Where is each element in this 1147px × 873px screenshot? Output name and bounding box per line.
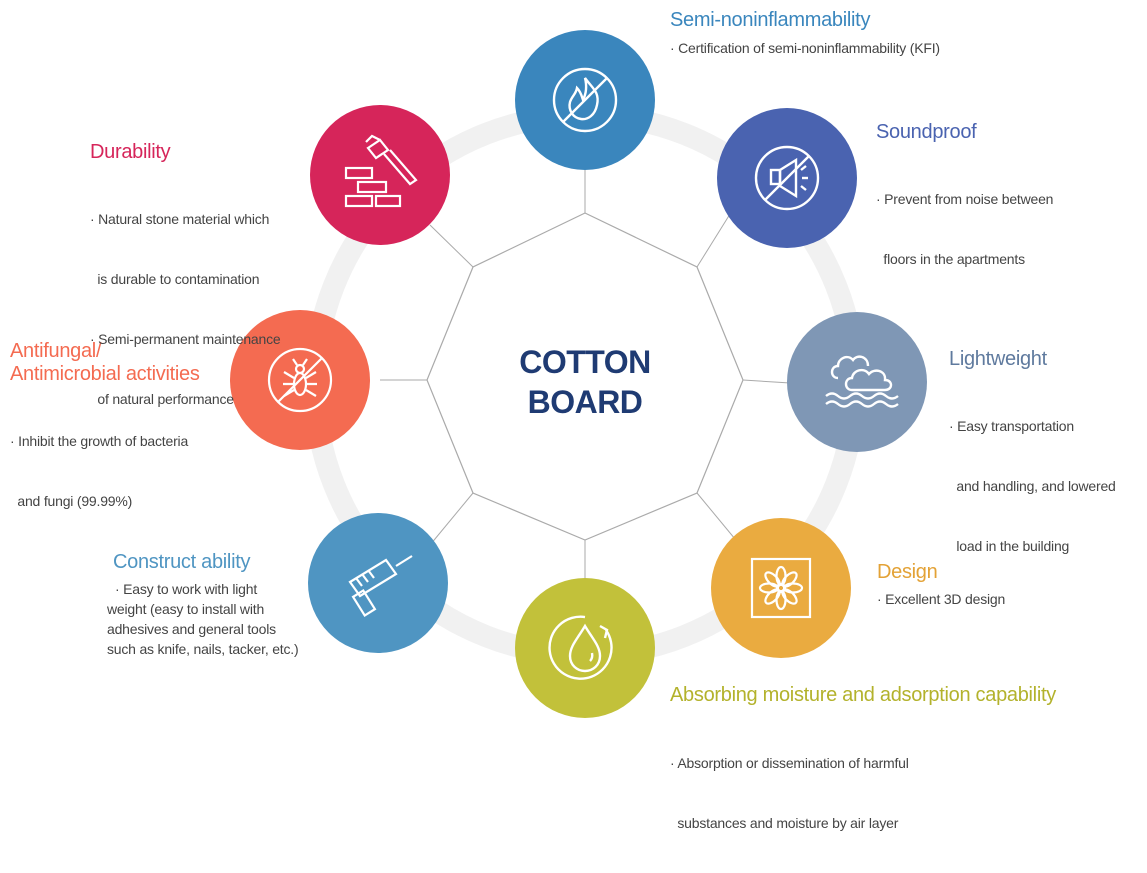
cloud-icon bbox=[825, 355, 899, 408]
feature-title-line2: Antimicrobial activities bbox=[10, 363, 200, 385]
no-fire-icon bbox=[552, 67, 618, 133]
feature-desc-line: and fungi (99.99%) bbox=[10, 493, 133, 509]
feature-desc-line: · Excellent 3D design bbox=[877, 591, 1006, 607]
design-circle bbox=[711, 518, 851, 658]
feature-title: Durability bbox=[90, 141, 171, 163]
center-octagon bbox=[426, 212, 744, 541]
semi-noninflammability-circle bbox=[515, 30, 655, 170]
drill-icon bbox=[348, 555, 413, 618]
feature-title: Lightweight bbox=[949, 348, 1047, 370]
durability-circle bbox=[310, 105, 450, 245]
feature-desc-line: · Semi-permanent maintenance bbox=[90, 331, 281, 347]
feature-title: Design bbox=[877, 561, 938, 583]
feature-construct: Construct ability · Easy to work with li… bbox=[107, 551, 299, 659]
feature-title: Construct ability bbox=[113, 551, 251, 573]
feature-desc-line: such as knife, nails, tacker, etc.) bbox=[107, 641, 299, 657]
feature-lightweight: Lightweight · Easy transportation and ha… bbox=[949, 348, 1116, 596]
feature-desc-line: · Prevent from noise between bbox=[876, 191, 1054, 207]
feature-desc-line: · Inhibit the growth of bacteria bbox=[10, 433, 189, 449]
feature-desc-line: of natural performance bbox=[90, 391, 234, 407]
feature-desc-line: · Natural stone material which bbox=[90, 211, 270, 227]
feature-desc-line: · Easy transportation bbox=[949, 418, 1074, 434]
water-drop-icon bbox=[548, 615, 613, 680]
feature-desc-line: adhesives and general tools bbox=[107, 621, 276, 637]
feature-desc-line: floors in the apartments bbox=[876, 251, 1025, 267]
flower-tile-icon bbox=[750, 557, 812, 619]
center-title-line1: COTTON bbox=[519, 344, 651, 380]
feature-desc-line: load in the building bbox=[949, 538, 1070, 554]
absorbing-circle bbox=[515, 578, 655, 718]
no-bug-icon bbox=[267, 347, 333, 413]
feature-antifungal: Antifungal/ Antimicrobial activities · I… bbox=[10, 340, 200, 551]
soundproof-circle bbox=[717, 108, 857, 248]
feature-title-line1: Antifungal/ bbox=[10, 340, 102, 362]
feature-title: Semi-noninflammability bbox=[670, 9, 871, 31]
feature-desc-line: · Easy to work with light bbox=[115, 581, 258, 597]
no-sound-icon bbox=[754, 145, 820, 211]
feature-desc-line: and handling, and lowered bbox=[949, 478, 1116, 494]
diagram-graphic bbox=[230, 30, 927, 718]
feature-desc-line: · Certification of semi-noninflammabilit… bbox=[670, 40, 940, 56]
feature-soundproof: Soundproof · Prevent from noise between … bbox=[876, 121, 1053, 309]
construct-circle bbox=[308, 513, 448, 653]
feature-semi-noninflammability: Semi-noninflammability · Certification o… bbox=[670, 9, 940, 58]
feature-durability: Durability · Natural stone material whic… bbox=[90, 141, 281, 449]
center-title: COTTON BOARD bbox=[485, 342, 685, 422]
antifungal-circle bbox=[230, 310, 370, 450]
feature-absorbing: Absorbing moisture and adsorption capabi… bbox=[670, 684, 1056, 873]
feature-desc-line: is durable to contamination bbox=[90, 271, 260, 287]
feature-desc-line: · Absorption or dissemination of harmful bbox=[670, 755, 909, 771]
hammer-bricks-icon bbox=[344, 134, 418, 208]
feature-title: Absorbing moisture and adsorption capabi… bbox=[670, 684, 1056, 706]
lightweight-circle bbox=[787, 312, 927, 452]
center-title-line2: BOARD bbox=[527, 384, 643, 420]
feature-design: Design · Excellent 3D design bbox=[877, 561, 1005, 609]
feature-title: Soundproof bbox=[876, 121, 977, 143]
feature-desc-line: weight (easy to install with bbox=[107, 601, 265, 617]
feature-desc-line: substances and moisture by air layer bbox=[670, 815, 899, 831]
